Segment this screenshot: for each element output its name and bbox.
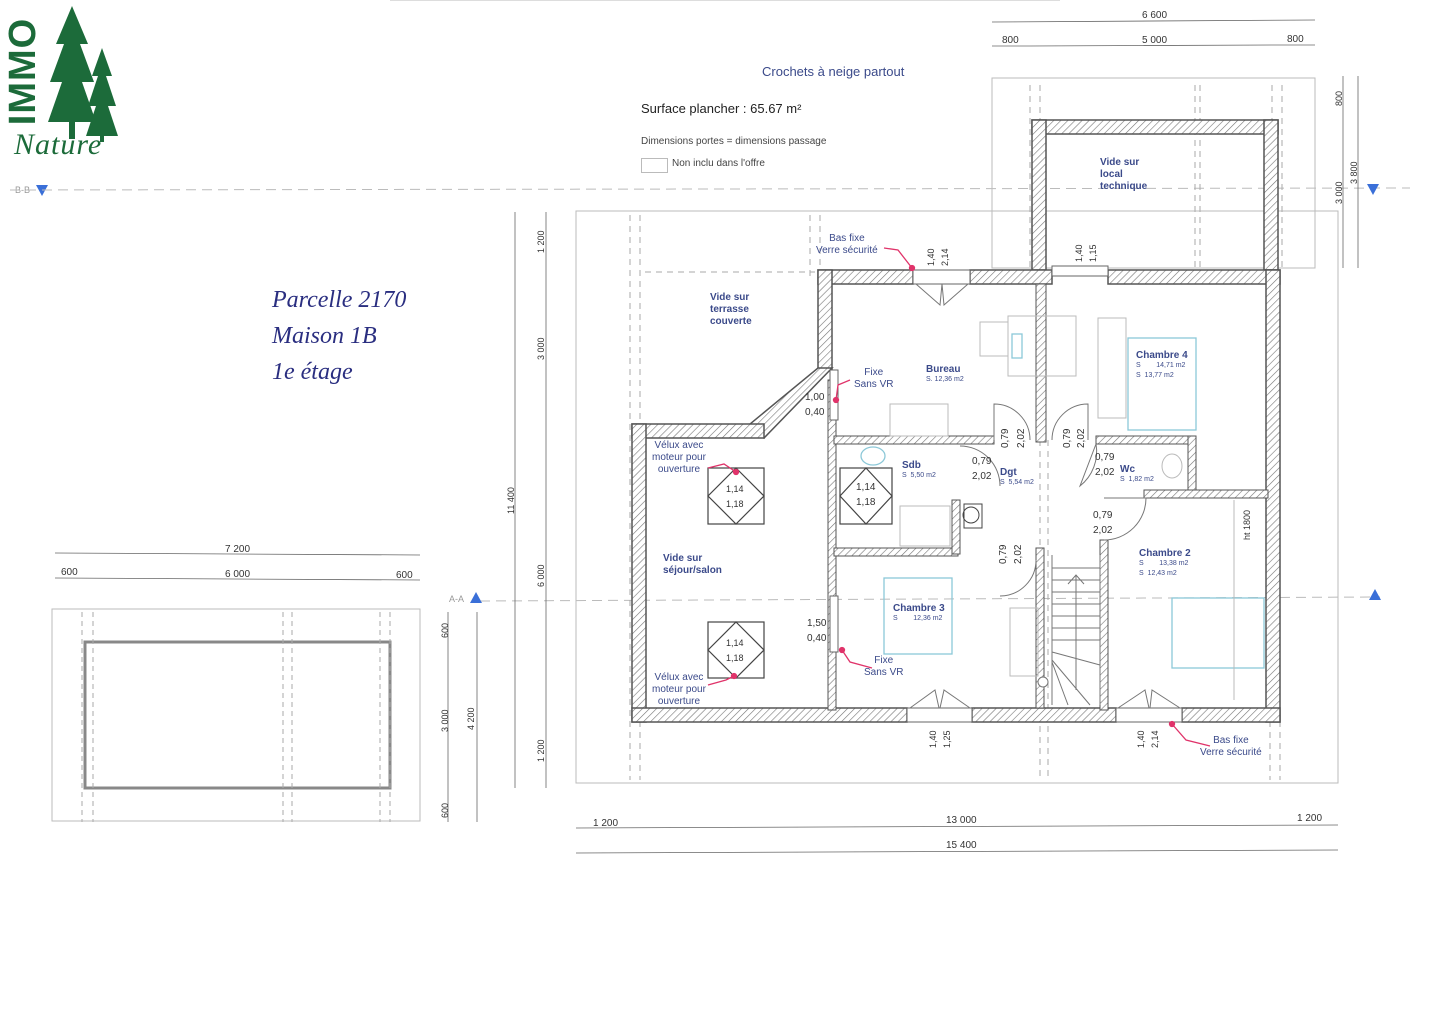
velux-sdb-h: 1,18 [856, 497, 876, 508]
dim-small-left: 600 [61, 567, 78, 578]
section-up-arrow-icon [470, 592, 482, 603]
dim-bottom-total: 15 400 [946, 840, 977, 851]
annotation-velux-bottom: Vélux avec moteur pour ouverture [652, 672, 706, 707]
section-up-arrow-icon [1369, 589, 1381, 600]
dim-right-3000: 3 000 [1334, 181, 1344, 204]
dim-top-mid: 5 000 [1142, 35, 1168, 46]
dim-left-total: 11 400 [506, 487, 516, 514]
velux-sdb-w: 1,14 [856, 482, 876, 493]
room-vide-local: Vide sur local technique [1100, 157, 1148, 192]
section-down-arrow-icon [36, 185, 48, 196]
section-marker-aa-label: A-A [449, 594, 465, 604]
door-wc-h: 2,02 [1095, 467, 1115, 478]
win-fixe-top-h: 0,40 [805, 407, 825, 418]
door-ch2-h: 2,02 [1093, 525, 1113, 536]
win-bureau-h: 2,14 [940, 248, 950, 266]
annotation-bas-fixe-top: Bas fixe Verre sécurité [816, 233, 878, 256]
dim-small-v3000: 3 000 [440, 709, 450, 732]
door-ch4-h: 2,02 [1076, 428, 1087, 448]
win-ch3-w: 1,40 [928, 730, 938, 748]
velux-top-h: 1,18 [726, 499, 744, 509]
door-bureau-h: 2,02 [1016, 428, 1027, 448]
dim-right-3800: 3 800 [1349, 161, 1359, 184]
section-down-arrow-icon [1367, 184, 1379, 195]
legend-swatch [641, 158, 668, 173]
dim-left-3000: 3 000 [536, 337, 546, 360]
room-vide-terrasse: Vide sur terrasse couverte [710, 292, 752, 327]
dim-top-right: 800 [1287, 34, 1304, 45]
section-marker-bb-label: B-B [15, 185, 31, 195]
logo-nature-text: Nature [14, 128, 103, 161]
door-ch2-w: 0,79 [1093, 510, 1113, 521]
dim-left-6000: 6 000 [536, 564, 546, 587]
dim-bottom-mid: 13 000 [946, 815, 977, 826]
annotation-fixe-top: Fixe Sans VR [854, 367, 894, 390]
doors-note: Dimensions portes = dimensions passage [641, 136, 827, 147]
dim-small-v600b: 600 [440, 802, 450, 818]
floor-area: Surface plancher : 65.67 m² [641, 101, 802, 116]
win-bureau-w: 1,40 [926, 248, 936, 266]
door-bureau-w: 0,79 [1000, 428, 1011, 448]
annotation-velux-top: Vélux avec moteur pour ouverture [652, 440, 706, 475]
door-ch3-w: 0,79 [998, 544, 1009, 564]
win-fixe-bottom-h: 0,40 [807, 633, 827, 644]
door-ch4-w: 0,79 [1062, 428, 1073, 448]
win-local-w: 1,40 [1074, 244, 1084, 262]
door-ch3-h: 2,02 [1013, 544, 1024, 564]
dim-bottom-left: 1 200 [593, 818, 619, 829]
dim-small-v600a: 600 [440, 622, 450, 638]
dim-right-800: 800 [1334, 90, 1344, 106]
dim-small-total: 7 200 [225, 544, 251, 555]
dim-top-total: 6 600 [1142, 10, 1168, 21]
win-ch2-h: 2,14 [1150, 730, 1160, 748]
win-ch3-h: 1,25 [942, 730, 952, 748]
annotation-ht: ht 1800 [1242, 509, 1252, 540]
tree-icon [48, 6, 118, 142]
door-sdb-h: 2,02 [972, 471, 992, 482]
door-sdb-w: 0,79 [972, 456, 992, 467]
win-ch2-w: 1,40 [1136, 730, 1146, 748]
annotation-bas-fixe-bottom: Bas fixe Verre sécurité [1200, 735, 1262, 758]
handwritten-note: Parcelle 2170 Maison 1B 1e étage [272, 287, 407, 385]
legend-not-included: Non inclu dans l'offre [672, 158, 765, 169]
room-vide-sejour: Vide sur séjour/salon [663, 553, 722, 576]
velux-bottom-h: 1,18 [726, 653, 744, 663]
dim-top-left: 800 [1002, 35, 1019, 46]
win-fixe-top-w: 1,00 [805, 392, 825, 403]
dim-small-v4200: 4 200 [466, 707, 476, 730]
velux-top-w: 1,14 [726, 484, 744, 494]
dim-small-right: 600 [396, 570, 413, 581]
door-wc-w: 0,79 [1095, 452, 1115, 463]
annotation-fixe-bottom: Fixe Sans VR [864, 655, 904, 678]
dim-left-1200a: 1 200 [536, 230, 546, 253]
dim-left-1200b: 1 200 [536, 739, 546, 762]
dim-bottom-right: 1 200 [1297, 813, 1323, 824]
snow-hooks-note: Crochets à neige partout [762, 64, 905, 79]
dim-small-mid: 6 000 [225, 569, 251, 580]
win-fixe-bottom-w: 1,50 [807, 618, 827, 629]
velux-bottom-w: 1,14 [726, 638, 744, 648]
win-local-h: 1,15 [1088, 244, 1098, 262]
